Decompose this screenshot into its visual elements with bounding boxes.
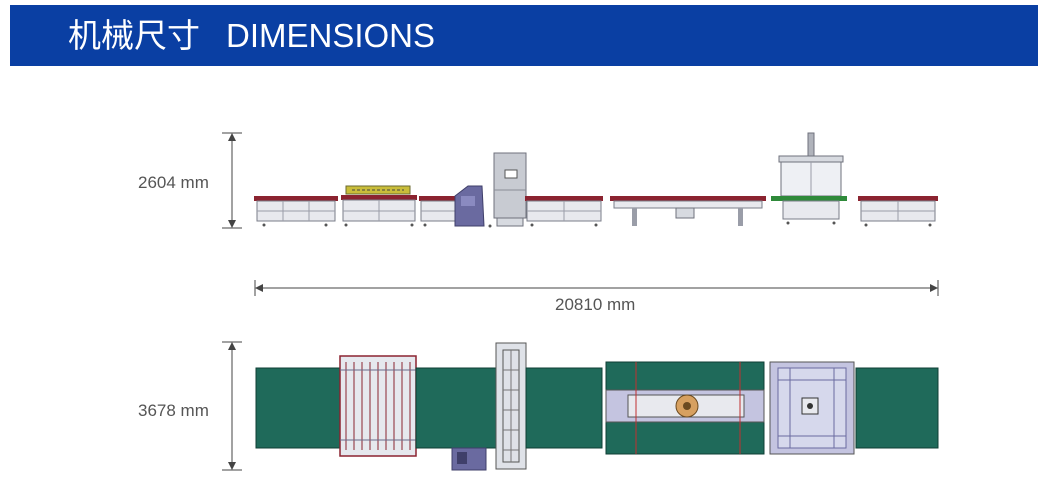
side-conveyor-3 — [525, 196, 603, 227]
side-conveyor-2 — [419, 196, 457, 227]
section-title-english: DIMENSIONS — [226, 17, 436, 54]
width-dimension-line — [222, 341, 242, 471]
section-title-chinese: 机械尺寸 — [68, 16, 200, 55]
section-header-banner: 机械尺寸 DIMENSIONS — [10, 5, 1038, 66]
side-control-console — [454, 185, 485, 227]
side-conveyor-4 — [858, 196, 938, 227]
top-conveyor-3 — [525, 367, 603, 449]
top-press-unit — [769, 361, 855, 455]
section-title: 机械尺寸 DIMENSIONS — [68, 5, 435, 66]
length-dimension-label: 20810 mm — [555, 295, 636, 314]
side-conveyor-1 — [254, 196, 338, 227]
side-loading-station — [341, 185, 417, 227]
length-dimension-line — [254, 280, 939, 296]
top-conveyor-2 — [415, 367, 497, 449]
top-control-console — [451, 447, 487, 471]
height-dimension-line — [222, 132, 242, 229]
side-press-unit — [771, 132, 847, 225]
width-dimension-label: 3678 mm — [138, 401, 209, 420]
top-assembly-table — [605, 361, 765, 455]
top-loading-station — [339, 355, 417, 457]
height-dimension-label: 2604 mm — [138, 173, 209, 192]
top-view-drawing — [255, 342, 939, 471]
side-view-drawing — [254, 132, 938, 228]
top-washing-unit — [495, 342, 527, 470]
top-conveyor-1 — [255, 367, 341, 449]
side-washing-tower — [488, 152, 527, 228]
side-assembly-table — [610, 196, 766, 226]
top-conveyor-4 — [855, 367, 939, 449]
